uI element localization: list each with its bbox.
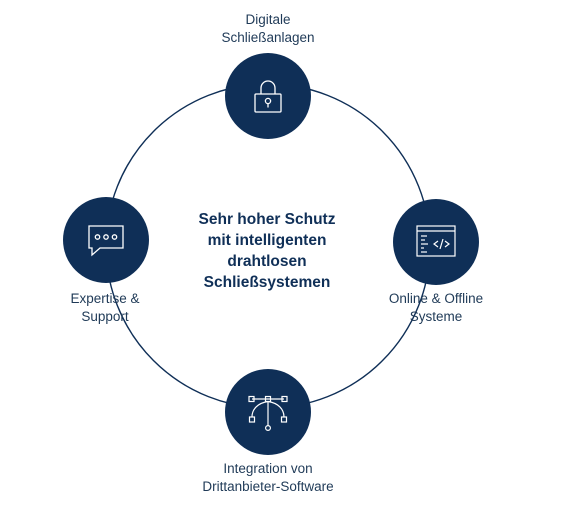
vector-pen-tool-icon [248, 395, 288, 431]
label-digitale-schliessanlagen: Digitale Schließanlagen [221, 12, 315, 45]
label-online-offline-systeme: Online & Offline Systeme [388, 291, 484, 324]
code-window-icon [416, 225, 456, 257]
label-expertise-support: Expertise & Support [70, 291, 140, 324]
center-line-2: mit intelligenten [207, 232, 327, 249]
node-integration-drittanbieter [225, 369, 311, 455]
center-statement: Sehr hoher Schutz mit intelligenten drah… [172, 209, 362, 293]
center-line-3: drahtlosen [227, 253, 307, 270]
center-line-4: Schließsystemen [203, 274, 331, 291]
label-integration-drittanbieter: Integration von Drittanbieter-Software [202, 461, 334, 494]
node-expertise-support [63, 197, 149, 283]
node-online-offline-systeme [393, 199, 479, 285]
center-line-1: Sehr hoher Schutz [198, 211, 336, 228]
chat-bubble-icon [88, 225, 124, 257]
padlock-icon [254, 80, 282, 113]
node-digitale-schliessanlagen [225, 53, 311, 139]
